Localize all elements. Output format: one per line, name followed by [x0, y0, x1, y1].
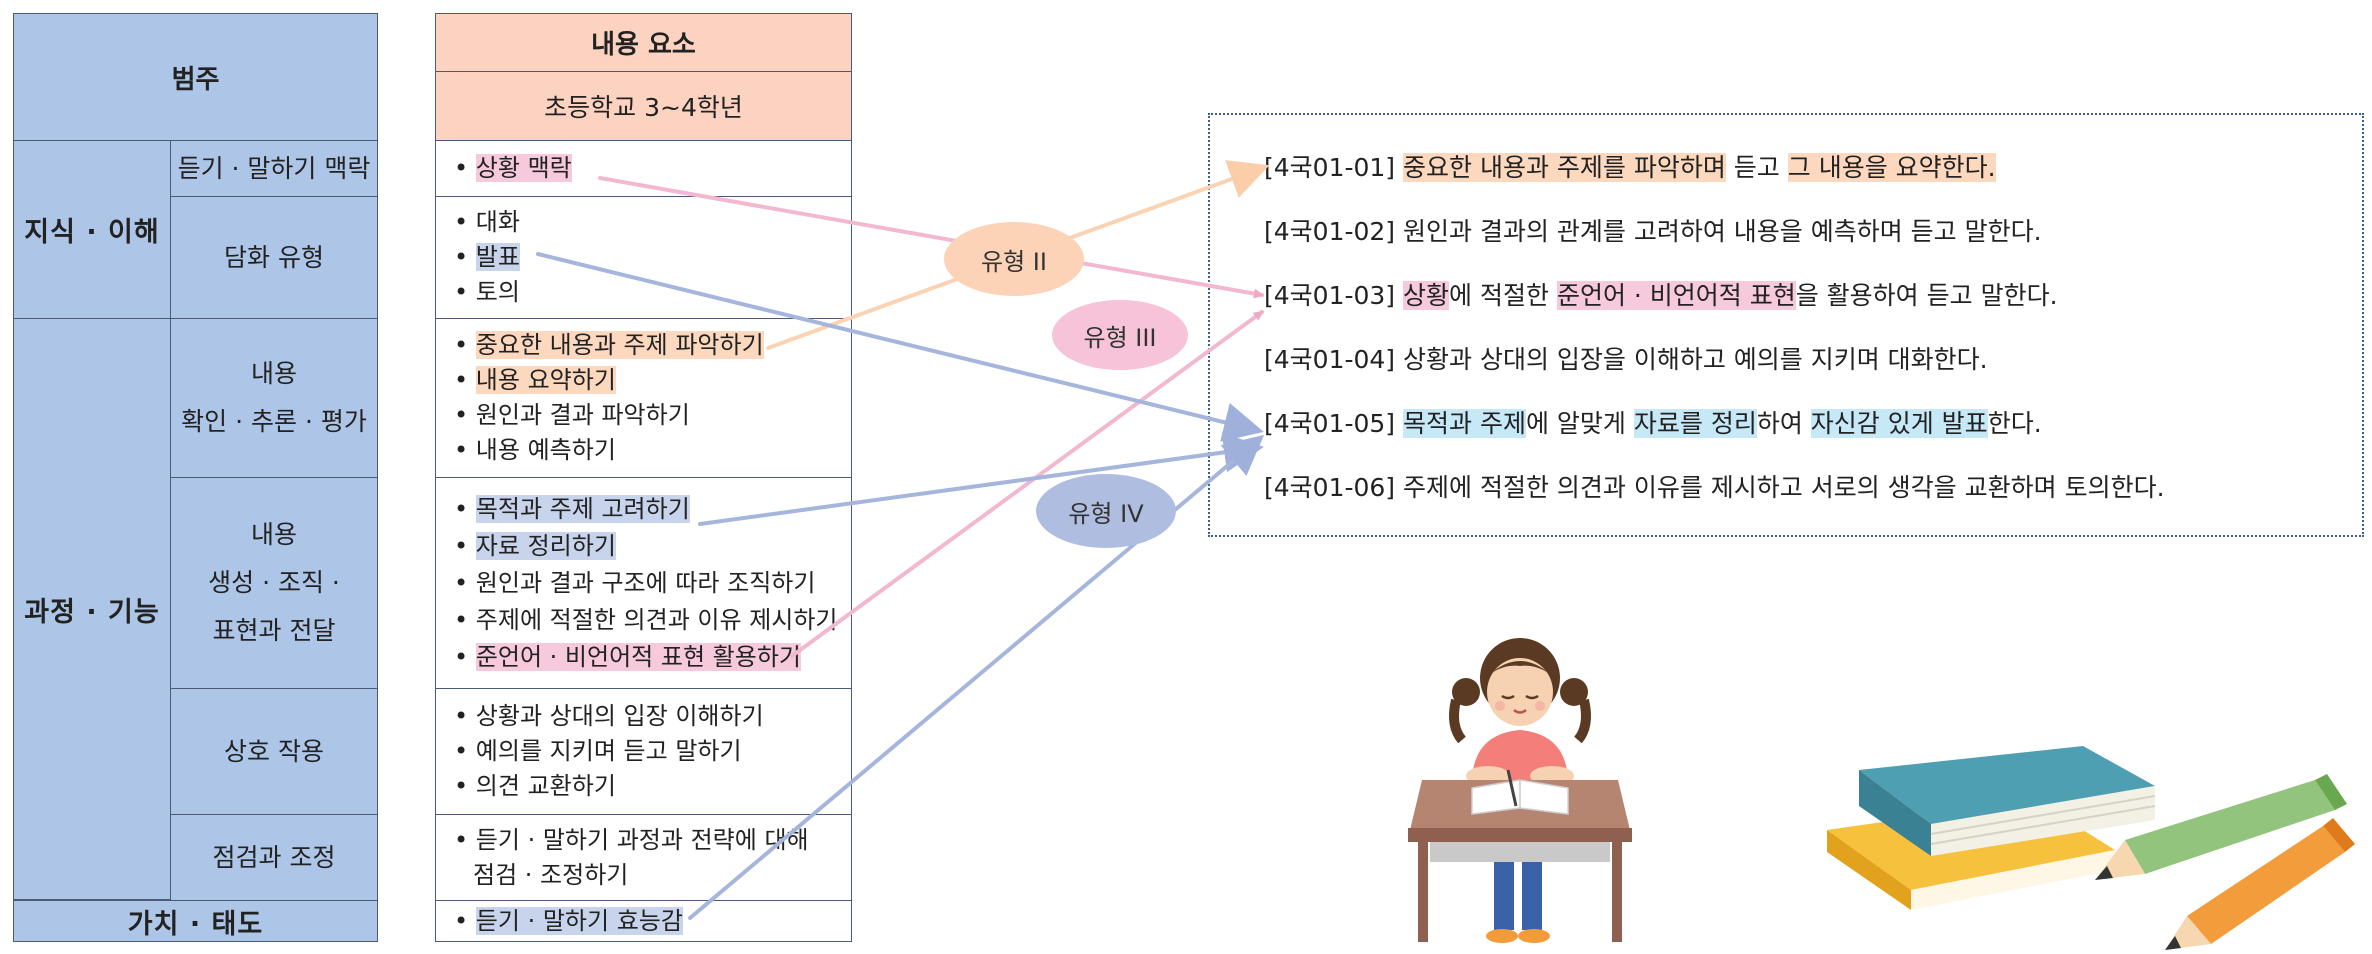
- item-inspect-adjust: 점검 · 조정하기: [473, 860, 629, 889]
- sub-content-check: 내용 확인 · 추론 · 평가: [170, 318, 378, 478]
- list-item: • 상황과 상대의 입장 이해하기: [454, 702, 764, 730]
- type-3-label: 유형 III: [1083, 323, 1157, 352]
- item-organize-data: 자료 정리하기: [475, 531, 616, 560]
- item-cause-effect: 원인과 결과 파악하기: [475, 401, 690, 429]
- arrow-purpose-to-standard-05: [698, 432, 1264, 526]
- girl-studying-illustration: [1408, 638, 1632, 943]
- grade-subheader: 초등학교 3~4학년: [435, 71, 852, 141]
- standard-02: [4국01-02] 원인과 결과의 관계를 고려하여 내용을 예측하며 듣고 말…: [1264, 217, 2042, 246]
- list-item: • 자료 정리하기: [454, 531, 616, 560]
- item-purpose-topic: 목적과 주제 고려하기: [475, 494, 690, 523]
- list-item: • 원인과 결과 파악하기: [454, 401, 690, 429]
- sub-content-create-line3: 표현과 전달: [212, 616, 336, 645]
- sub-discourse: 담화 유형: [170, 196, 378, 319]
- sub-interaction-text: 상호 작용: [224, 736, 324, 766]
- item-efficacy: 듣기 · 말하기 효능감: [475, 906, 683, 935]
- list-item: • 중요한 내용과 주제 파악하기: [454, 331, 764, 359]
- grade-subheader-text: 초등학교 3~4학년: [544, 93, 743, 122]
- list-item: • 준언어 · 비언어적 표현 활용하기: [454, 642, 801, 671]
- standard-03: [4국01-03] 상황에 적절한 준언어 · 비언어적 표현을 활용하여 듣고…: [1264, 281, 2058, 310]
- sub-content-create-line2: 생성 · 조직 ·: [208, 568, 340, 597]
- content-row-interaction: • 상황과 상대의 입장 이해하기 • 예의를 지키며 듣고 말하기 • 의견 …: [435, 688, 852, 815]
- list-item: • 내용 요약하기: [454, 366, 616, 394]
- item-discussion: 토의: [475, 278, 520, 306]
- standard-01: [4국01-01] 중요한 내용과 주제를 파악하며 듣고 그 내용을 요약한다…: [1264, 153, 1996, 182]
- list-item: • 상황 맥락: [454, 154, 572, 182]
- type-3-ellipse: 유형 III: [1052, 300, 1188, 370]
- content-header: 내용 요소: [435, 13, 852, 72]
- category-process: 과정 · 기능: [13, 318, 171, 900]
- arrow-nonverbal-to-standard-03: [790, 310, 1264, 658]
- item-process-strategy: 듣기 · 말하기 과정과 전략에 대해: [475, 825, 809, 854]
- list-item: • 원인과 결과 구조에 따라 조직하기: [454, 568, 816, 597]
- type-4-ellipse: 유형 IV: [1036, 474, 1176, 548]
- sub-inspection-text: 점검과 조정: [212, 842, 336, 872]
- list-item: • 예의를 지키며 듣고 말하기: [454, 737, 742, 765]
- list-item: • 목적과 주제 고려하기: [454, 494, 690, 523]
- achievement-standards-box: [1208, 113, 2364, 537]
- item-structure: 원인과 결과 구조에 따라 조직하기: [475, 568, 816, 597]
- sub-context: 듣기 · 말하기 맥락: [170, 140, 378, 197]
- list-item: 점검 · 조정하기: [454, 858, 851, 893]
- category-value-text: 가치 · 태도: [127, 908, 264, 940]
- category-process-text: 과정 · 기능: [24, 596, 160, 628]
- type-2-label: 유형 II: [981, 247, 1047, 276]
- content-header-text: 내용 요소: [591, 30, 696, 60]
- sub-content-check-line2: 확인 · 추론 · 평가: [181, 407, 367, 436]
- type-2-ellipse: 유형 II: [944, 222, 1084, 296]
- list-item: • 토의: [454, 278, 520, 306]
- content-row-discourse: • 대화 • 발표 • 토의: [435, 196, 852, 319]
- standard-05: [4국01-05] 목적과 주제에 알맞게 자료를 정리하여 자신감 있게 발표…: [1264, 409, 2042, 438]
- item-conversation: 대화: [475, 208, 520, 236]
- item-presentation: 발표: [475, 243, 520, 271]
- category-knowledge-text: 지식 · 이해: [24, 217, 160, 248]
- sub-context-text: 듣기 · 말하기 맥락: [177, 153, 371, 183]
- item-main-idea: 중요한 내용과 주제 파악하기: [475, 331, 764, 359]
- item-exchange: 의견 교환하기: [475, 772, 616, 800]
- sub-discourse-text: 담화 유형: [224, 242, 324, 272]
- item-predict: 내용 예측하기: [475, 436, 616, 464]
- arrow-context-to-standard-03: [598, 176, 1264, 299]
- list-item: • 발표: [454, 243, 520, 271]
- item-summarize: 내용 요약하기: [475, 366, 616, 394]
- item-courtesy: 예의를 지키며 듣고 말하기: [475, 737, 742, 765]
- list-item: • 대화: [454, 208, 520, 236]
- type-4-label: 유형 IV: [1068, 499, 1144, 528]
- standard-06: [4국01-06] 주제에 적절한 의견과 이유를 제시하고 서로의 생각을 교…: [1264, 473, 2165, 502]
- category-header-text: 범주: [171, 64, 220, 95]
- list-item: • 듣기 · 말하기 과정과 전략에 대해: [454, 825, 809, 854]
- item-nonverbal: 준언어 · 비언어적 표현 활용하기: [475, 642, 801, 671]
- item-understand-other: 상황과 상대의 입장 이해하기: [475, 702, 764, 730]
- list-item: • 의견 교환하기: [454, 772, 616, 800]
- item-situation-context: 상황 맥락: [475, 154, 572, 182]
- sub-inspection: 점검과 조정: [170, 814, 378, 901]
- list-item: • 내용 예측하기: [454, 436, 616, 464]
- content-row-inspection: • 듣기 · 말하기 과정과 전략에 대해 점검 · 조정하기: [435, 814, 852, 901]
- list-item: • 듣기 · 말하기 효능감: [454, 906, 683, 935]
- content-row-value: • 듣기 · 말하기 효능감: [435, 900, 852, 942]
- arrow-presentation-to-standard-05: [536, 252, 1264, 442]
- sub-content-check-line1: 내용: [250, 359, 297, 388]
- books-and-pencils-illustration: [1827, 746, 2355, 950]
- standard-04: [4국01-04] 상황과 상대의 입장을 이해하고 예의를 지키며 대화한다.: [1264, 345, 1988, 374]
- list-item: • 주제에 적절한 의견과 이유 제시하기: [454, 605, 838, 634]
- category-header: 범주: [13, 13, 378, 141]
- item-opinion-reason: 주제에 적절한 의견과 이유 제시하기: [475, 605, 838, 634]
- category-value: 가치 · 태도: [13, 900, 378, 942]
- sub-content-create: 내용 생성 · 조직 · 표현과 전달: [170, 477, 378, 689]
- sub-content-create-line1: 내용: [250, 520, 297, 549]
